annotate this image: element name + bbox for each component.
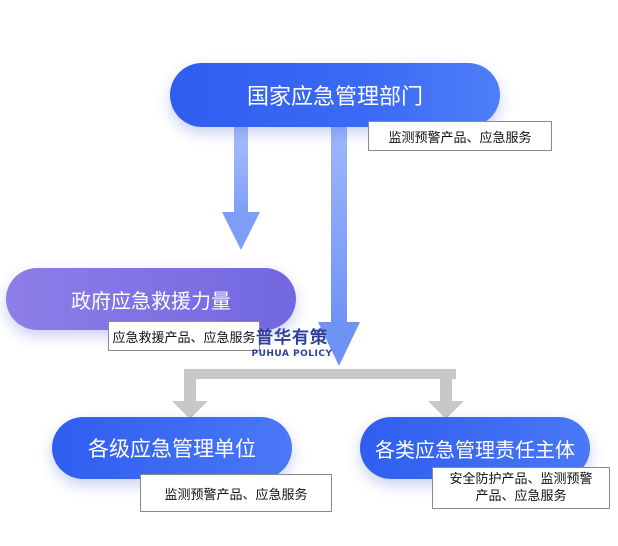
label-national-dept-products: 监测预警产品、应急服务 — [368, 121, 552, 151]
arrow-top-to-gov — [222, 126, 260, 250]
node-government-rescue-force: 政府应急救援力量 — [6, 268, 296, 330]
label-responsible-entities-products: 安全防护产品、监测预警 产品、应急服务 — [432, 467, 610, 509]
node-title: 各级应急管理单位 — [88, 437, 256, 461]
label-government-rescue-products: 应急救援产品、应急服务 — [108, 321, 260, 351]
node-emergency-units-all-levels: 各级应急管理单位 — [52, 417, 292, 479]
watermark-logo: 普华有策 PUHUA POLICY — [251, 328, 333, 359]
node-title: 国家应急管理部门 — [246, 85, 423, 110]
node-title: 各类应急管理责任主体 — [375, 437, 575, 462]
node-national-emergency-dept: 国家应急管理部门 — [170, 63, 500, 127]
node-title: 政府应急救援力量 — [71, 288, 231, 313]
label-emergency-units-products: 监测预警产品、应急服务 — [140, 474, 332, 512]
arrow-top-to-connector — [318, 126, 360, 366]
split-connector — [172, 369, 464, 419]
